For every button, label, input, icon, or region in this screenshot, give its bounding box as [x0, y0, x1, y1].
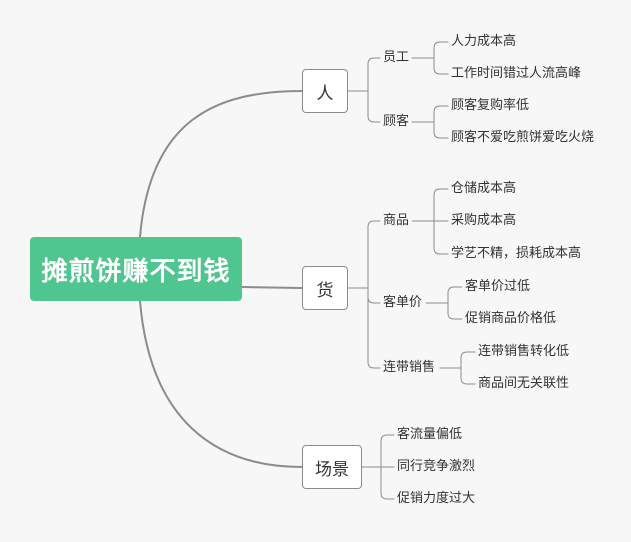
subtopic-customers[interactable]: 顾客 — [383, 114, 410, 129]
subtopic-ticket-size[interactable]: 客单价 — [383, 295, 423, 310]
branch-scene[interactable]: 场景 — [302, 445, 362, 489]
link-scene-leaves — [361, 434, 395, 500]
leaf-purchase-cost[interactable]: 采购成本高 — [451, 213, 517, 228]
leaf-competition[interactable]: 同行竞争激烈 — [397, 459, 476, 474]
root-topic[interactable]: 摊煎饼赚不到钱 — [30, 237, 242, 301]
link-people-subtopics — [347, 57, 381, 123]
subtopic-cross-selling[interactable]: 连带销售 — [383, 360, 436, 375]
link-products-leaves — [411, 188, 449, 255]
leaf-storage-cost[interactable]: 仓储成本高 — [451, 181, 517, 196]
link-staff-leaves — [411, 41, 449, 75]
leaf-waste-cost[interactable]: 学艺不精，损耗成本高 — [451, 246, 582, 261]
link-root-scene — [139, 300, 303, 468]
leaf-missed-peak[interactable]: 工作时间错过人流高峰 — [451, 66, 582, 81]
link-cross-leaves — [439, 351, 476, 385]
subtopic-products[interactable]: 商品 — [383, 213, 410, 228]
leaf-prefer-huoshao[interactable]: 顾客不爱吃煎饼爱吃火烧 — [451, 130, 595, 145]
leaf-low-ticket[interactable]: 客单价过低 — [465, 279, 531, 294]
link-goods-subtopics — [347, 220, 381, 369]
link-customers-leaves — [411, 105, 449, 139]
leaf-low-promo-price[interactable]: 促销商品价格低 — [465, 311, 557, 326]
leaf-low-repurchase[interactable]: 顾客复购率低 — [451, 98, 530, 113]
leaf-low-traffic[interactable]: 客流量偏低 — [397, 427, 463, 442]
link-root-people — [139, 90, 303, 238]
leaf-low-conversion[interactable]: 连带销售转化低 — [478, 344, 570, 359]
branch-goods[interactable]: 货 — [302, 266, 348, 310]
subtopic-staff[interactable]: 员工 — [383, 50, 410, 65]
link-ticket-leaves — [425, 286, 463, 320]
branch-people[interactable]: 人 — [302, 69, 348, 113]
leaf-no-relation[interactable]: 商品间无关联性 — [478, 376, 570, 391]
leaf-labor-cost[interactable]: 人力成本高 — [451, 34, 517, 49]
leaf-heavy-promo[interactable]: 促销力度过大 — [397, 491, 476, 506]
link-root-goods — [241, 286, 303, 289]
